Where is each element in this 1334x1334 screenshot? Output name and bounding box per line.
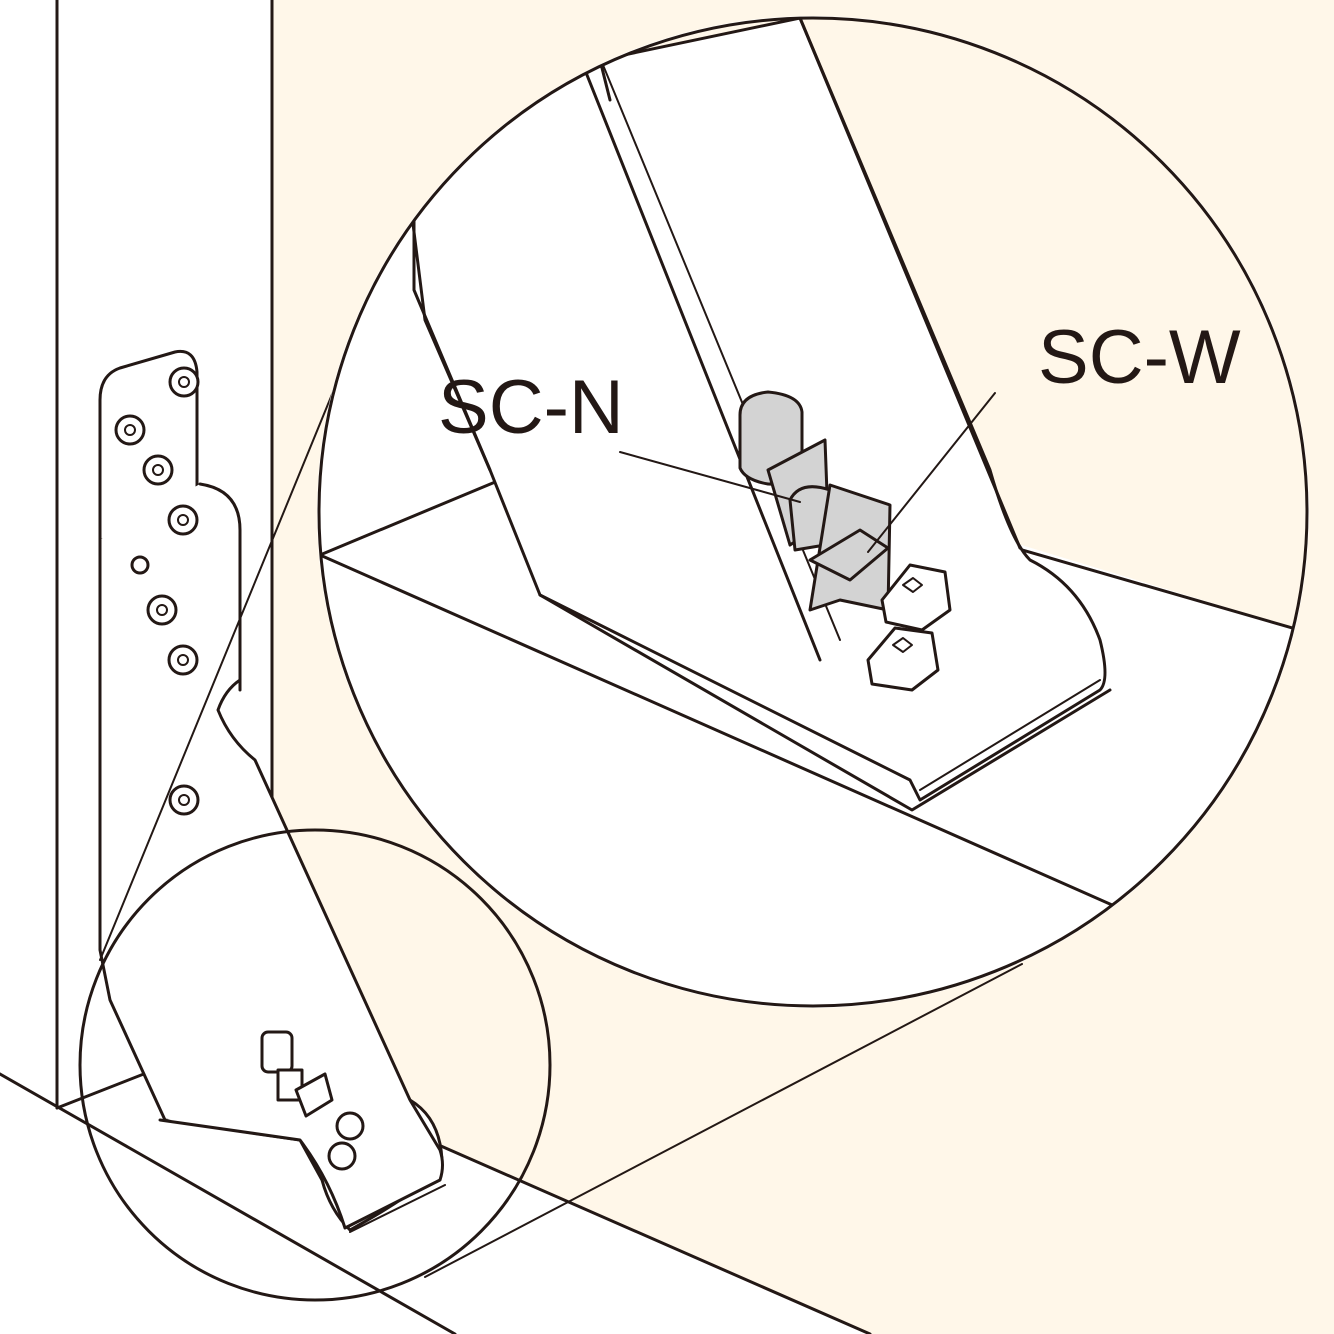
label-sc-w: SC-W bbox=[1038, 315, 1241, 400]
hold-down-bracket-small bbox=[98, 349, 446, 1233]
detail-source-circle bbox=[78, 828, 552, 1302]
hex-nut-icon bbox=[866, 563, 952, 692]
label-leaders bbox=[619, 392, 996, 553]
detail-zoom-circle bbox=[317, 16, 1309, 1008]
zoom-connector-lines bbox=[99, 369, 1023, 1278]
label-sc-n: SC-N bbox=[438, 365, 624, 450]
hex-nut-icon bbox=[114, 366, 200, 816]
